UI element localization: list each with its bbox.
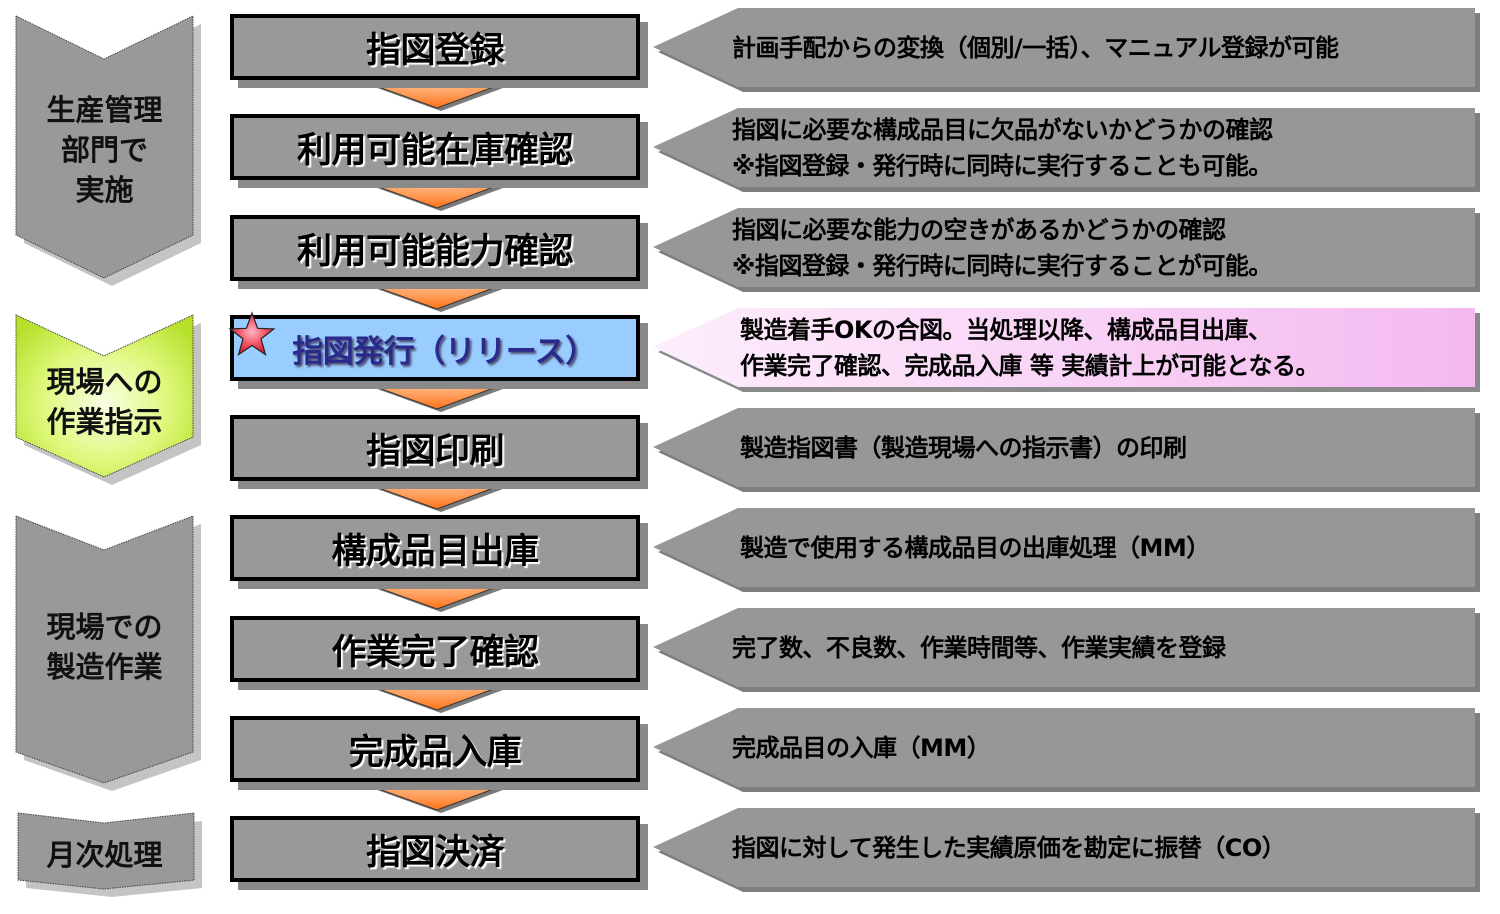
step-box-component-goods-issue: 構成品目出庫: [230, 515, 640, 581]
description-callout: [653, 408, 1480, 492]
description-line: 指図に必要な構成品目に欠品がないかどうかの確認: [732, 115, 1273, 144]
flow-arrow-icon: [364, 382, 511, 412]
step-label: 指図登録: [365, 30, 505, 71]
step-label: 作業完了確認: [331, 632, 539, 673]
description-line: 計画手配からの変換（個別/一括）、マニュアル登録が可能: [732, 33, 1339, 62]
step-description: 製造で使用する構成品目の出庫処理（MM）: [740, 508, 1480, 587]
step-box-stock-availability-check: 利用可能在庫確認: [230, 114, 640, 180]
description-callout: [653, 108, 1480, 192]
phase-chevron-monthly-processing: [17, 812, 202, 897]
phase-label-shopfloor-instruction: 現場への 作業指示: [16, 362, 193, 442]
phase-label-shopfloor-manufacturing: 現場での 製造作業: [16, 607, 193, 687]
flow-arrow-icon: [364, 482, 511, 512]
step-label: 構成品目出庫: [331, 531, 539, 572]
step-label: 完成品入庫: [348, 732, 522, 773]
step-description: 指図に対して発生した実績原価を勘定に振替（CO）: [732, 808, 1472, 887]
phase-label-line: 実施: [75, 173, 134, 207]
description-callout: [653, 8, 1480, 92]
step-label: 指図発行（リリース）: [292, 333, 596, 370]
phase-chevron-shopfloor-manufacturing: [15, 515, 201, 791]
phase-label-line: 作業指示: [46, 405, 163, 439]
flow-arrow-icon: [364, 783, 511, 813]
flow-arrow-icon: [364, 582, 511, 612]
step-label: 指図印刷: [365, 431, 505, 472]
phase-label-line: 製造作業: [46, 650, 163, 684]
flow-arrow-icon: [364, 683, 511, 713]
description-line: ※指図登録・発行時に同時に実行することも可能。: [732, 151, 1272, 180]
flow-arrow-icon: [364, 181, 511, 211]
phase-label-line: 生産管理: [46, 93, 163, 127]
phase-label-line: 現場での: [46, 610, 163, 644]
step-box-finished-goods-receipt: 完成品入庫: [230, 716, 640, 782]
description-line: 製造指図書（製造現場への指示書）の印刷: [740, 433, 1187, 462]
phase-chevron-shopfloor-instruction: [15, 314, 201, 485]
step-box-operation-confirmation: 作業完了確認: [230, 616, 640, 682]
step-label: 利用可能能力確認: [296, 231, 574, 272]
description-callout: [653, 508, 1480, 592]
description-line: 指図に必要な能力の空きがあるかどうかの確認: [732, 215, 1226, 244]
description-callout: [653, 808, 1480, 892]
phase-label-line: 部門で: [60, 133, 148, 167]
description-callout-release: [653, 308, 1480, 392]
step-description: 指図に必要な能力の空きがあるかどうかの確認 ※指図登録・発行時に同時に実行するこ…: [732, 208, 1472, 287]
description-callout: [653, 608, 1480, 692]
description-line: 作業完了確認、完成品入庫 等 実績計上が可能となる。: [740, 351, 1320, 380]
step-description: 完了数、不良数、作業時間等、作業実績を登録: [732, 608, 1472, 687]
step-box-order-registration: 指図登録: [230, 14, 640, 80]
phase-label-monthly-processing: 月次処理: [16, 835, 193, 875]
description-callout: [653, 708, 1480, 792]
description-line: 製造で使用する構成品目の出庫処理（MM）: [740, 533, 1210, 562]
step-description: 計画手配からの変換（個別/一括）、マニュアル登録が可能: [732, 8, 1472, 87]
step-box-capacity-availability-check: 利用可能能力確認: [230, 215, 640, 281]
phase-label-line: 月次処理: [46, 838, 163, 872]
step-description: 完成品目の入庫（MM）: [732, 708, 1472, 787]
description-callout: [653, 208, 1480, 292]
phase-label-production-control: 生産管理 部門で 実施: [16, 88, 193, 212]
step-label: 利用可能在庫確認: [296, 130, 574, 171]
description-line: 完成品目の入庫（MM）: [732, 733, 991, 762]
step-description-release: 製造着手OKの合図。当処理以降、構成品目出庫、 作業完了確認、完成品入庫 等 実…: [740, 308, 1480, 387]
phase-label-line: 現場への: [46, 365, 163, 399]
description-line: 製造着手OKの合図。当処理以降、構成品目出庫、: [740, 315, 1272, 344]
step-box-order-settlement: 指図決済: [230, 816, 640, 882]
step-description: 指図に必要な構成品目に欠品がないかどうかの確認 ※指図登録・発行時に同時に実行す…: [732, 108, 1472, 187]
step-label: 指図決済: [365, 832, 505, 873]
step-box-order-release: 指図発行（リリース）: [230, 315, 640, 381]
flow-arrow-icon: [364, 282, 511, 312]
step-description: 製造指図書（製造現場への指示書）の印刷: [740, 408, 1480, 487]
phase-chevron-production-control: [15, 15, 201, 286]
flow-arrow-icon: [364, 81, 511, 111]
description-line: 完了数、不良数、作業時間等、作業実績を登録: [732, 633, 1226, 662]
step-box-order-print: 指図印刷: [230, 415, 640, 481]
description-line: 指図に対して発生した実績原価を勘定に振替（CO）: [732, 833, 1286, 862]
description-line: ※指図登録・発行時に同時に実行することが可能。: [732, 251, 1272, 280]
